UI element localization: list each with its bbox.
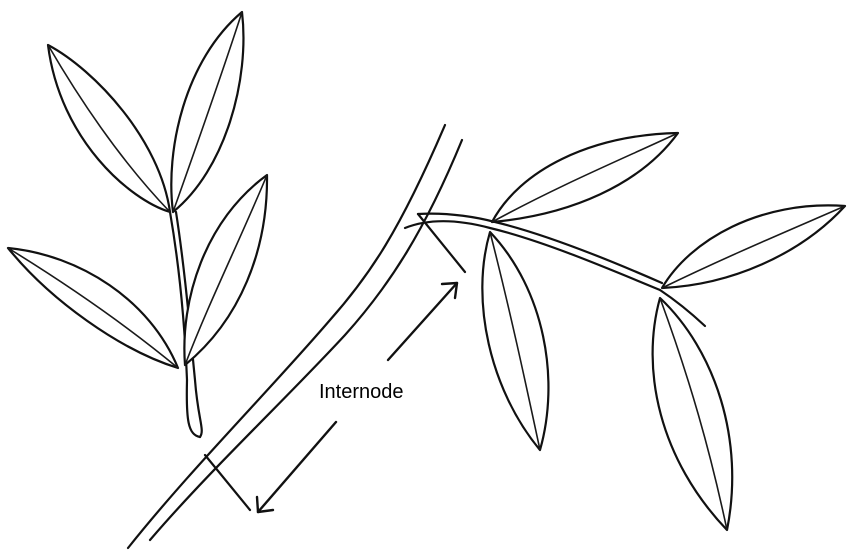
internode-brackets (203, 212, 467, 512)
arrow-down (256, 420, 338, 514)
leaf-mid-left (6, 246, 180, 370)
right-branch (403, 212, 707, 328)
leaf-top-left (46, 43, 172, 214)
main-stem (126, 123, 464, 550)
right-leaves (481, 131, 847, 532)
leaf-right-lower-2 (651, 296, 734, 532)
left-leaves (6, 10, 269, 370)
arrow-up (386, 281, 459, 362)
internode-arrows (255, 281, 459, 514)
internode-label: Internode (319, 381, 404, 403)
